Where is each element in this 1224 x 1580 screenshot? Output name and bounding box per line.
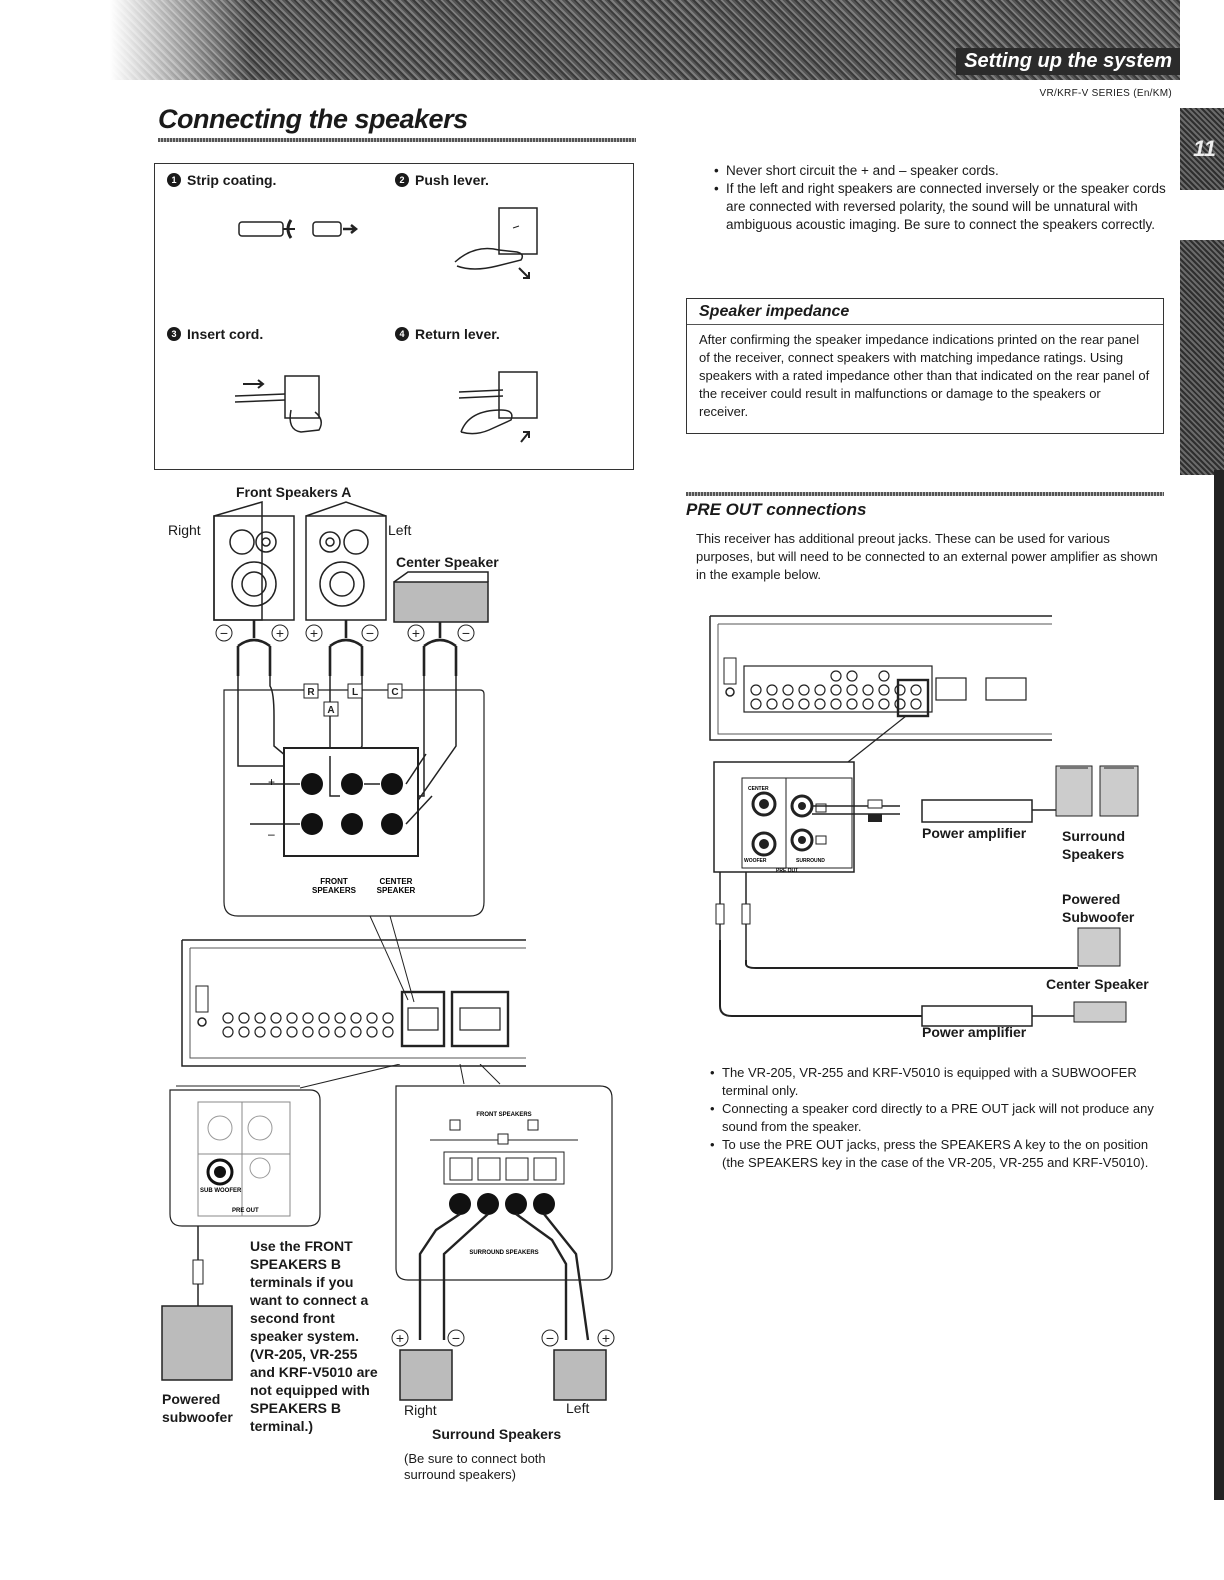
preout-jack-label: PRE OUT xyxy=(776,868,798,874)
center-speaker-box xyxy=(393,571,489,623)
front-speakers-b-label: FRONT SPEAKERS xyxy=(476,1112,531,1118)
surround-speakers-label: Surround Speakers xyxy=(432,1426,562,1442)
terminal-l-letter: L xyxy=(352,687,358,698)
series-label: VR/KRF-V SERIES (En/KM) xyxy=(1039,88,1172,99)
preout-title: PRE OUT connections xyxy=(686,500,867,519)
preout-center-speaker: Center Speaker xyxy=(1046,976,1149,992)
svg-text:+: + xyxy=(310,625,318,641)
svg-text:+: + xyxy=(276,625,284,641)
preout-panel-jacks xyxy=(743,665,1027,718)
surround-note: (Be sure to connect both surround speake… xyxy=(404,1451,546,1482)
step-3-number: 3 xyxy=(167,327,181,341)
surround-jack-label: SURROUND xyxy=(796,858,825,864)
preout-note-subwoofer: The VR-205, VR-255 and KRF-V5010 is equi… xyxy=(708,1064,1164,1100)
preout-note-speakers-key: To use the PRE OUT jacks, press the SPEA… xyxy=(708,1136,1164,1172)
sub-preout-label: PRE OUT xyxy=(232,1208,259,1214)
step-3: 3 Insert cord. xyxy=(167,326,263,342)
return-lever-illustration xyxy=(458,371,538,443)
svg-text:−: − xyxy=(366,625,374,641)
center-jack-label: CENTER xyxy=(748,786,769,792)
side-tab-section xyxy=(1180,240,1224,475)
svg-text:−: − xyxy=(452,1330,460,1346)
preout-power-amp-1: Power amplifier xyxy=(922,825,1027,841)
woofer-jack-label: WOOFER xyxy=(744,858,767,864)
surround-left-label: Left xyxy=(566,1400,590,1416)
title-rule xyxy=(158,138,636,142)
svg-text:SPEAKER: SPEAKER xyxy=(377,886,416,895)
surround-speakers-terminal-label: SURROUND SPEAKERS xyxy=(469,1250,538,1256)
steps-box: 1 Strip coating. 2 Push lever. 3 Insert … xyxy=(154,163,634,470)
step-2-label: Push lever. xyxy=(415,172,489,188)
strip-coating-illustration xyxy=(238,219,359,239)
preout-power-amp-2: Power amplifier xyxy=(922,1024,1027,1040)
step-2: 2 Push lever. xyxy=(395,172,489,188)
step-1-label: Strip coating. xyxy=(187,172,277,188)
preout-notes: The VR-205, VR-255 and KRF-V5010 is equi… xyxy=(708,1064,1164,1172)
terminal-plus: + xyxy=(268,775,275,789)
step-2-number: 2 xyxy=(395,173,409,187)
step-3-label: Insert cord. xyxy=(187,326,264,342)
center-speaker-label: Center Speaker xyxy=(396,554,499,570)
surround-right-label: Right xyxy=(404,1402,437,1418)
front-speakers-a-label: Front Speakers A xyxy=(236,484,352,500)
svg-text:+: + xyxy=(396,1330,404,1346)
front-terminal-label: FRONT xyxy=(320,877,348,886)
svg-text:−: − xyxy=(462,625,470,641)
speakers-b-note: Use the FRONT SPEAKERS B terminals if yo… xyxy=(250,1238,378,1434)
page-number: 11 xyxy=(1193,136,1216,161)
step-4-number: 4 xyxy=(395,327,409,341)
right-edge-bar xyxy=(1214,470,1224,1500)
front-right-label: Right xyxy=(168,522,201,538)
page-title: Connecting the speakers xyxy=(158,104,468,134)
svg-text:−: − xyxy=(220,625,228,641)
surround-wiring-diagram: SUB WOOFER PRE OUT FRONT SPEAKERS SURROU… xyxy=(161,1064,615,1401)
center-terminal-label: CENTER xyxy=(380,877,413,886)
preout-powered-subwoofer: Powered Subwoofer xyxy=(1062,891,1135,925)
terminal-a-letter: A xyxy=(327,705,334,716)
front-speaker-wiring-diagram: − + + − + − R L C A + – FRONT SPEAKERS C… xyxy=(181,501,526,1067)
front-left-speaker xyxy=(305,501,387,621)
svg-text:+: + xyxy=(602,1330,610,1346)
powered-subwoofer-label: Powered subwoofer xyxy=(162,1391,233,1425)
terminal-c-letter: C xyxy=(391,687,398,698)
preout-diagram: CENTER WOOFER SURROUND PRE OUT xyxy=(709,615,1139,1027)
wiring-notes: Never short circuit the + and – speaker … xyxy=(712,162,1170,234)
push-lever-illustration xyxy=(454,207,538,279)
step-4: 4 Return lever. xyxy=(395,326,500,342)
step-4-label: Return lever. xyxy=(415,326,500,342)
preout-body: This receiver has additional preout jack… xyxy=(696,531,1158,582)
front-left-label: Left xyxy=(388,522,412,538)
terminal-minus: – xyxy=(268,827,275,841)
svg-text:−: − xyxy=(546,1330,554,1346)
svg-text:+: + xyxy=(412,625,420,641)
header-band-fade xyxy=(110,0,250,80)
preout-note-speaker-cord: Connecting a speaker cord directly to a … xyxy=(708,1100,1164,1136)
step-1-number: 1 xyxy=(167,173,181,187)
insert-cord-illustration xyxy=(234,375,322,433)
speaker-impedance-box: Speaker impedance After confirming the s… xyxy=(686,298,1164,434)
note-polarity: If the left and right speakers are conne… xyxy=(712,180,1170,234)
preout-surround-speakers: Surround Speakers xyxy=(1062,828,1125,862)
step-1: 1 Strip coating. xyxy=(167,172,276,188)
svg-text:SPEAKERS: SPEAKERS xyxy=(312,886,357,895)
impedance-title: Speaker impedance xyxy=(687,299,1163,325)
note-short-circuit: Never short circuit the + and – speaker … xyxy=(712,162,1170,180)
impedance-body: After confirming the speaker impedance i… xyxy=(699,332,1150,419)
section-label: Setting up the system xyxy=(956,48,1180,75)
sub-woofer-jack-label: SUB WOOFER xyxy=(200,1188,242,1194)
front-right-speaker xyxy=(213,501,295,621)
side-tab-page xyxy=(1180,108,1224,190)
preout-rule xyxy=(686,492,1164,496)
terminal-r-letter: R xyxy=(307,687,315,698)
terminal-letters: R L C A xyxy=(303,683,403,717)
